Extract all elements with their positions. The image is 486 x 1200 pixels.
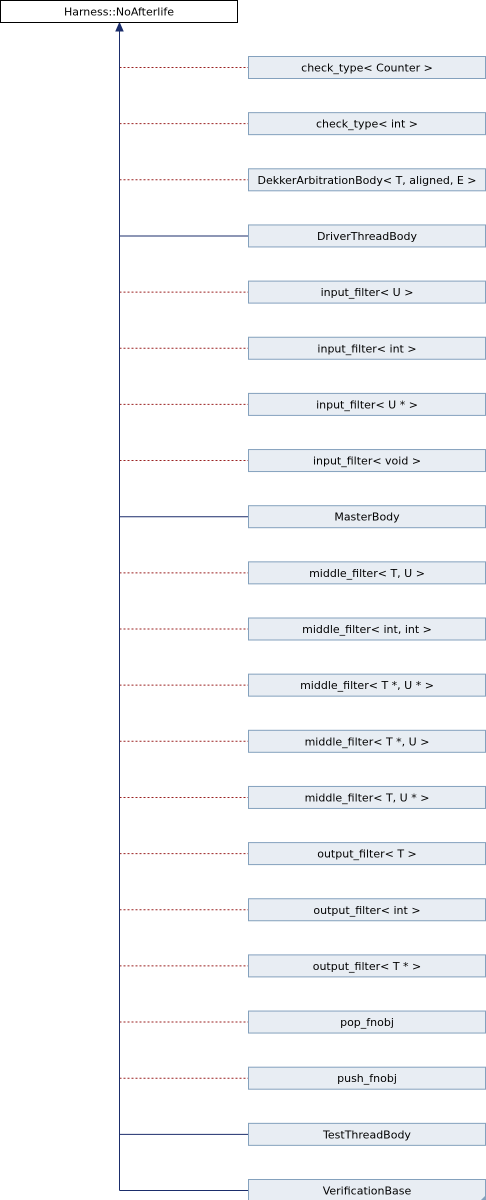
derived-class-label: middle_filter< T *, U > (305, 735, 430, 748)
derived-class-node[interactable]: check_type< int > (248, 112, 486, 136)
base-class-node[interactable]: Harness::NoAfterlife (0, 0, 238, 23)
derived-class-node[interactable]: middle_filter< T, U * > (248, 785, 486, 809)
derived-class-label: output_filter< T > (317, 848, 417, 861)
derived-class-node[interactable]: output_filter< T > (248, 842, 486, 866)
derived-class-label: middle_filter< T, U > (309, 567, 425, 580)
derived-class-node[interactable]: check_type< Counter > (248, 56, 486, 79)
truncation-fold-icon (481, 1195, 486, 1200)
base-class-box[interactable] (0, 0, 238, 23)
derived-class-label: middle_filter< T *, U * > (300, 679, 434, 692)
derived-class-label: output_filter< T * > (313, 960, 422, 973)
derived-class-label: input_filter< U * > (316, 398, 418, 411)
derived-class-label: input_filter< void > (313, 455, 421, 468)
derived-class-label: input_filter< U > (321, 286, 414, 299)
inheritance-arrow-icon (115, 21, 124, 32)
derived-class-node[interactable]: input_filter< void > (248, 449, 486, 473)
derived-class-label: input_filter< int > (317, 342, 416, 355)
derived-class-node[interactable]: input_filter< U * > (248, 392, 486, 416)
derived-class-label: output_filter< int > (313, 904, 420, 917)
derived-class-node[interactable]: push_fnobj (248, 1066, 486, 1090)
derived-class-node[interactable]: VerificationBase (248, 1179, 486, 1200)
derived-class-node[interactable]: TestThreadBody (248, 1122, 486, 1146)
derived-class-node[interactable]: output_filter< int > (248, 898, 486, 922)
derived-class-node[interactable]: pop_fnobj (248, 1010, 486, 1034)
derived-class-label: check_type< int > (316, 118, 418, 131)
derived-class-label: DriverThreadBody (317, 230, 418, 243)
derived-class-label: middle_filter< int, int > (302, 623, 432, 636)
derived-class-label: TestThreadBody (322, 1128, 411, 1141)
base-class-label: Harness::NoAfterlife (64, 6, 174, 19)
derived-class-label: DekkerArbitrationBody< T, aligned, E > (257, 174, 476, 187)
derived-class-label: push_fnobj (337, 1072, 397, 1085)
derived-class-label: MasterBody (334, 511, 400, 524)
derived-class-label: VerificationBase (323, 1185, 412, 1198)
derived-class-nodes: check_type< Counter > check_type< int > De… (248, 56, 486, 1200)
derived-class-node[interactable]: MasterBody (248, 505, 486, 529)
derived-class-node[interactable]: output_filter< T * > (248, 954, 486, 978)
derived-class-node[interactable]: middle_filter< int, int > (248, 617, 486, 641)
inheritance-trunk (115, 21, 124, 1191)
derived-class-node[interactable]: DekkerArbitrationBody< T, aligned, E > (248, 168, 486, 192)
derived-class-node[interactable]: middle_filter< T *, U > (248, 729, 486, 753)
derived-class-node[interactable]: input_filter< U > (248, 280, 486, 304)
derived-class-label: middle_filter< T, U * > (305, 791, 430, 804)
derived-class-node[interactable]: middle_filter< T, U > (248, 561, 486, 585)
derived-class-node[interactable]: input_filter< int > (248, 336, 486, 360)
derived-class-node[interactable]: middle_filter< T *, U * > (248, 673, 486, 697)
derived-class-label: check_type< Counter > (301, 62, 433, 75)
derived-class-label: pop_fnobj (340, 1016, 394, 1029)
derived-class-node[interactable]: DriverThreadBody (248, 224, 486, 248)
inheritance-edges (119, 67, 249, 1191)
